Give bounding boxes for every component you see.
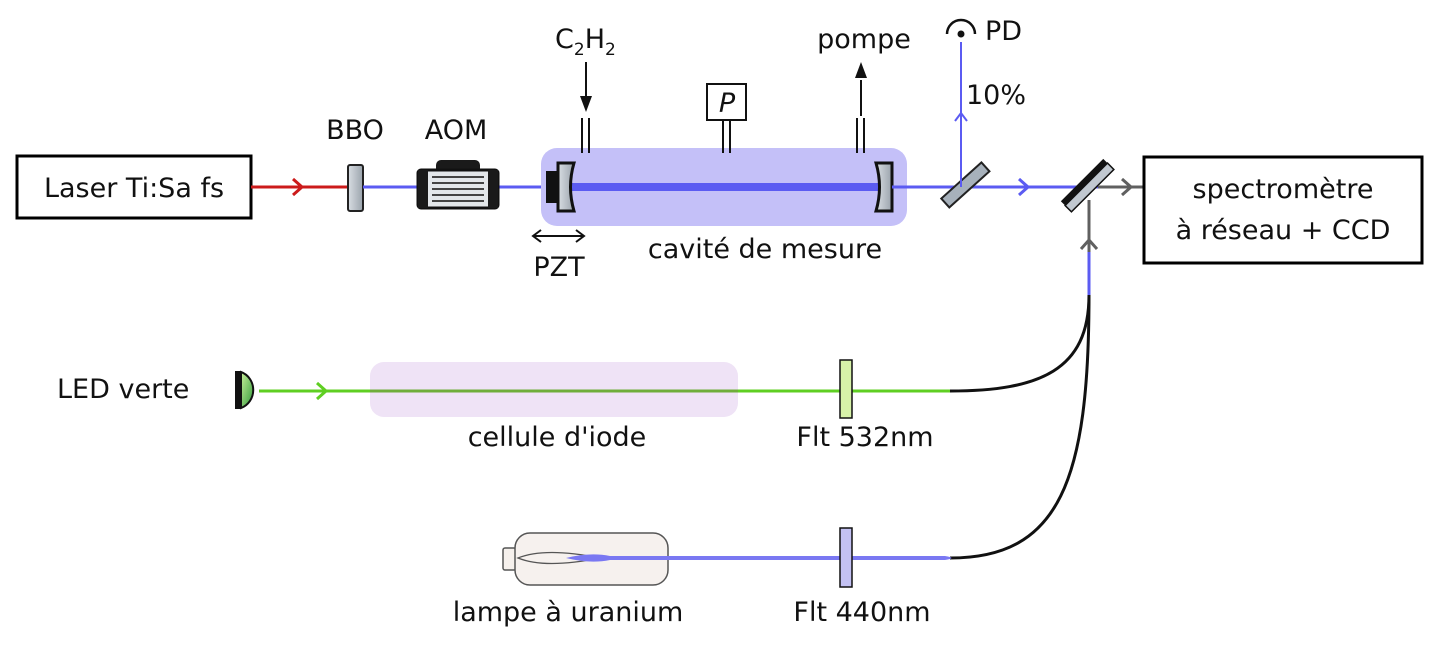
- pump-outlet-port: [856, 118, 865, 153]
- fiber-led: [949, 294, 1091, 393]
- cavity-label: cavité de mesure: [648, 234, 882, 265]
- pzt-label: PZT: [533, 252, 585, 283]
- led-label: LED verte: [57, 374, 189, 405]
- photodiode-icon: [945, 18, 977, 38]
- pump-label: pompe: [817, 24, 911, 55]
- pd-fraction-label: 10%: [966, 80, 1026, 111]
- grey-beam-arrow-icon: [1121, 177, 1134, 197]
- spectrometer-label-line1: spectromètre: [1193, 174, 1374, 205]
- lamp-glow: [566, 554, 952, 562]
- beam-splitter: [939, 161, 991, 209]
- gas-label: C2H2: [555, 24, 616, 60]
- bbo-crystal: [347, 164, 364, 212]
- pd-label: PD: [985, 16, 1022, 47]
- spectrometer-label-line2: à réseau + CCD: [1176, 215, 1391, 246]
- flip-mirror: [1060, 158, 1115, 213]
- pzt-double-arrow-icon: [531, 229, 586, 243]
- led-icon: [235, 370, 255, 410]
- fiber-lamp: [949, 294, 1091, 560]
- laser-label: Laser Ti:Sa fs: [44, 173, 224, 204]
- intracavity-beam: [566, 183, 880, 191]
- bbo-label: BBO: [326, 115, 384, 146]
- pressure-label: P: [719, 88, 736, 119]
- pd-beam-arrow-icon: [954, 111, 968, 122]
- aom-icon: [416, 160, 500, 210]
- aom-label: AOM: [425, 115, 488, 146]
- pressure-gauge-box: [706, 83, 747, 121]
- cavity-mirror-left: [556, 161, 576, 213]
- gas-inlet-port: [581, 118, 590, 153]
- filter-440: [839, 527, 853, 588]
- iodine-cell-label: cellule d'iode: [468, 422, 647, 453]
- pzt-block: [546, 171, 558, 203]
- laser-box: [15, 154, 253, 220]
- gas-inlet-arrow-icon: [580, 96, 592, 112]
- uranium-lamp-label: lampe à uranium: [453, 597, 684, 628]
- spectrometer-box: [1142, 155, 1424, 265]
- green-beam-arrow-icon: [316, 381, 329, 401]
- cavity-mirror-right: [874, 161, 894, 213]
- filter-440-label: Flt 440nm: [793, 597, 930, 628]
- pump-arrow-icon: [855, 62, 867, 78]
- filter-532-label: Flt 532nm: [796, 422, 933, 453]
- pressure-gauge-port: [722, 120, 731, 153]
- filter-532: [839, 359, 853, 419]
- red-beam-arrow-icon: [292, 177, 305, 197]
- blue-beam-arrow-icon: [1018, 177, 1031, 197]
